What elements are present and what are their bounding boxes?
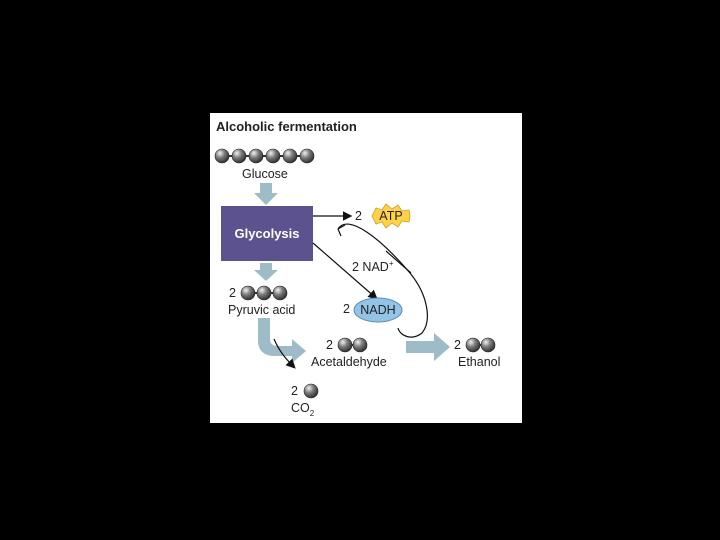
ethanol-label: Ethanol: [458, 355, 500, 369]
ethanol-molecule: [465, 337, 496, 353]
carbon-atom-icon: [256, 285, 272, 301]
carbon-atom-icon: [265, 148, 281, 164]
nadh-count: 2: [343, 302, 350, 316]
glucose-to-glycolysis-arrow: [254, 183, 278, 205]
carbon-atom-icon: [337, 337, 353, 353]
pyruvic-label: Pyruvic acid: [228, 303, 295, 317]
acetaldehyde-to-ethanol-arrow: [406, 333, 450, 361]
carbon-atom-icon: [231, 148, 247, 164]
carbon-atom-icon: [352, 337, 368, 353]
pyruvic-to-acetaldehyde-arrow: [258, 318, 306, 363]
carbon-atom-icon: [480, 337, 496, 353]
nad-return-arrow: [385, 250, 412, 274]
glucose-molecule: [214, 148, 315, 164]
acetaldehyde-molecule: [337, 337, 368, 353]
co2-arrow: [273, 338, 296, 369]
carbon-atom-icon: [272, 285, 288, 301]
glucose-label: Glucose: [242, 167, 288, 181]
nadh-label: NADH: [360, 303, 395, 317]
carbon-atom-icon: [282, 148, 298, 164]
nad-loop-arrowhead: [337, 224, 346, 237]
atp-count: 2: [355, 209, 362, 223]
nad-plus-label: 2 NAD+: [352, 259, 394, 274]
nad-loop-line: [337, 223, 428, 338]
glycolysis-to-pyruvic-arrow: [254, 263, 278, 281]
figure-panel: Alcoholic fermentation Glucose Glycolysi…: [210, 113, 522, 423]
co2-molecule: [303, 383, 319, 399]
carbon-atom-icon: [248, 148, 264, 164]
fermentation-diagram: Alcoholic fermentation Glucose Glycolysi…: [214, 119, 500, 418]
carbon-atom-icon: [465, 337, 481, 353]
carbon-atom-icon: [214, 148, 230, 164]
co2-count: 2: [291, 384, 298, 398]
atp-burst-icon: [371, 203, 411, 229]
acetaldehyde-label: Acetaldehyde: [311, 355, 387, 369]
pyruvic-molecule: [240, 285, 288, 301]
glycolysis-label: Glycolysis: [234, 226, 299, 241]
carbon-atom-icon: [303, 383, 319, 399]
to-nadh-arrow: [312, 242, 378, 300]
diagram-title: Alcoholic fermentation: [216, 119, 357, 134]
atp-label: ATP: [379, 209, 402, 223]
ethanol-count: 2: [454, 338, 461, 352]
pyruvic-count: 2: [229, 286, 236, 300]
glycolysis-box: [221, 206, 313, 261]
carbon-atom-icon: [299, 148, 315, 164]
co2-label: CO2: [291, 401, 315, 418]
acetaldehyde-count: 2: [326, 338, 333, 352]
carbon-atom-icon: [240, 285, 256, 301]
nadh-ellipse: [353, 297, 403, 323]
